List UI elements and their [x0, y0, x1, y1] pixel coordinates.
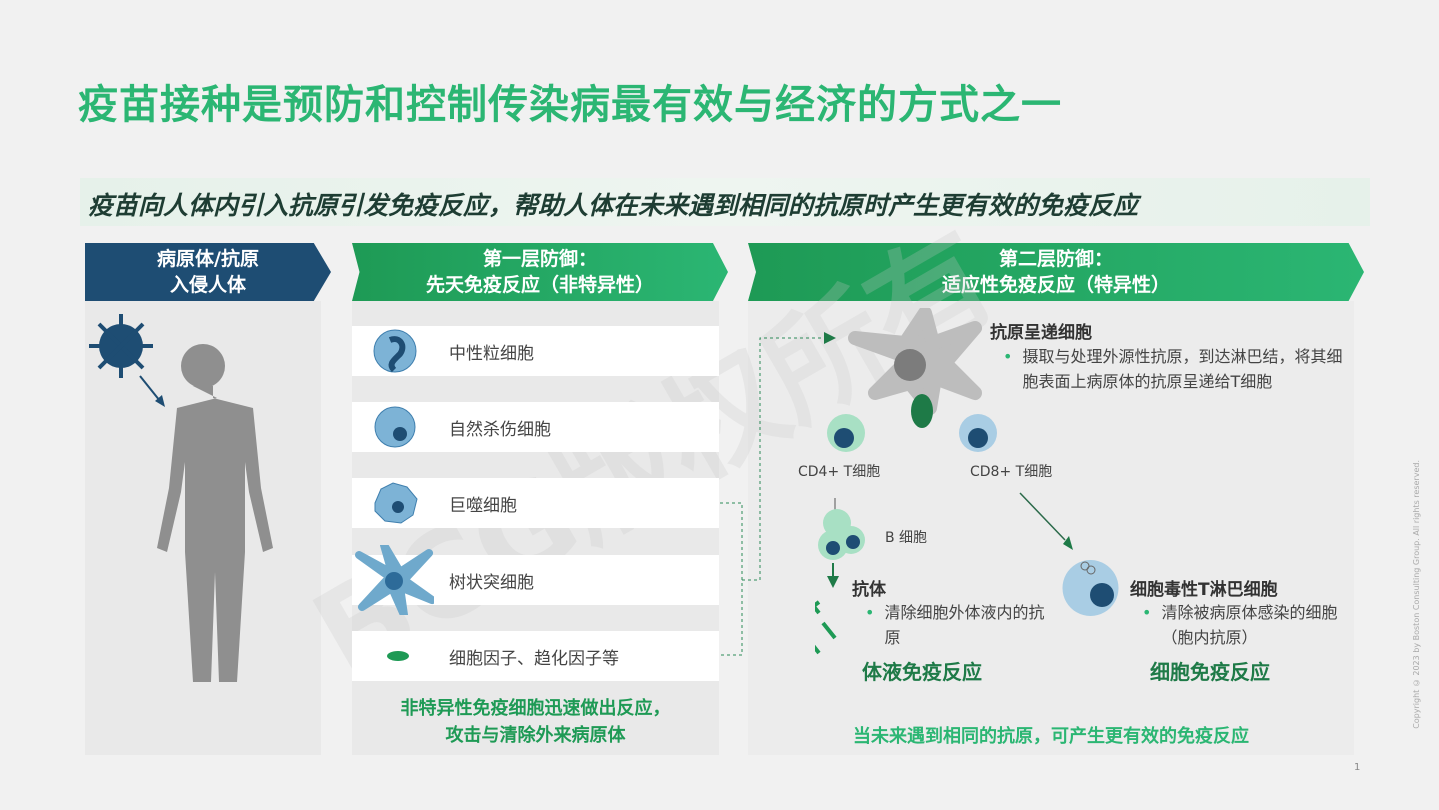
antibody-title: 抗体: [852, 580, 886, 600]
apc-desc-text: 摄取与处理外源性抗原，到达淋巴结，将其细胞表面上病原体的抗原呈递给T细胞: [1022, 347, 1343, 391]
cd8-label: CD8+ T细胞: [970, 464, 1053, 480]
cd4-label: CD4+ T细胞: [798, 464, 881, 480]
neutrophil-icon: [373, 329, 417, 373]
item-label: 中性粒细胞: [449, 343, 534, 364]
page-title: 疫苗接种是预防和控制传染病最有效与经济的方式之一: [78, 82, 1062, 128]
header-line: 先天免疫反应（非特异性）: [425, 274, 654, 296]
cytotoxic-t-cell-icon: [1062, 560, 1119, 616]
connector-arrow: [720, 332, 836, 656]
human-body-icon: [89, 314, 273, 682]
item-label: 细胞因子、趋化因子等: [449, 648, 619, 669]
ctl-title: 细胞毒性T淋巴细胞: [1130, 580, 1278, 600]
subtitle-band: [80, 178, 1370, 226]
header-pathogen: 病原体/抗原 入侵人体: [85, 243, 331, 301]
macrophage-icon: [374, 482, 418, 524]
list-item-nk-cell: 自然杀伤细胞: [352, 402, 719, 452]
header-line: 病原体/抗原: [157, 248, 259, 270]
ctl-desc: •清除被病原体感染的细胞（胞内抗原）: [1142, 600, 1357, 650]
humoral-response: 体液免疫反应: [862, 660, 982, 684]
subtitle: 疫苗向人体内引入抗原引发免疫反应，帮助人体在未来遇到相同的抗原时产生更有效的免疫…: [88, 191, 1139, 220]
list-item-neutrophil: 中性粒细胞: [352, 326, 719, 376]
list-item-dendritic-cell: 树状突细胞: [352, 545, 719, 615]
header-innate: 第一层防御： 先天免疫反应（非特异性）: [352, 243, 728, 301]
footer-line: 非特异性免疫细胞迅速做出反应，: [400, 698, 671, 719]
page-number: 1: [1354, 762, 1361, 773]
adaptive-diagram: [815, 308, 1119, 655]
cytokine-icon: [387, 651, 409, 661]
adaptive-footer: 当未来遇到相同的抗原，可产生更有效的免疫反应: [853, 726, 1249, 747]
list-item-cytokines: 细胞因子、趋化因子等: [352, 631, 719, 681]
ctl-desc-text: 清除被病原体感染的细胞（胞内抗原）: [1161, 603, 1338, 647]
copyright: Copyright © 2023 by Boston Consulting Gr…: [1412, 460, 1421, 729]
item-label: 树状突细胞: [449, 572, 534, 593]
apc-desc: •摄取与处理外源性抗原，到达淋巴结，将其细胞表面上病原体的抗原呈递给T细胞: [1003, 344, 1348, 394]
header-adaptive: 第二层防御： 适应性免疫反应（特异性）: [748, 243, 1364, 301]
antibody-icon: [815, 600, 837, 655]
cellular-response: 细胞免疫反应: [1150, 660, 1270, 684]
innate-footer: 非特异性免疫细胞迅速做出反应， 攻击与清除外来病原体: [352, 695, 719, 749]
antibody-desc-text: 清除细胞外体液内的抗原: [884, 603, 1045, 647]
list-item-macrophage: 巨噬细胞: [352, 478, 719, 528]
pathogen-panel: [85, 301, 321, 755]
b-cell-label: B 细胞: [885, 530, 928, 546]
b-cell-icon: [818, 509, 865, 560]
item-label: 巨噬细胞: [449, 495, 517, 516]
nk-cell-icon: [374, 406, 416, 448]
item-label: 自然杀伤细胞: [449, 419, 551, 440]
header-line: 适应性免疫反应（特异性）: [941, 274, 1170, 296]
antibody-desc: •清除细胞外体液内的抗原: [865, 600, 1045, 650]
header-line: 入侵人体: [169, 274, 246, 296]
header-line: 第一层防御：: [482, 248, 597, 270]
apc-title: 抗原呈递细胞: [990, 323, 1092, 343]
footer-line: 攻击与清除外来病原体: [445, 725, 626, 746]
header-line: 第二层防御：: [998, 248, 1113, 270]
dendritic-cell-icon: [355, 545, 434, 615]
